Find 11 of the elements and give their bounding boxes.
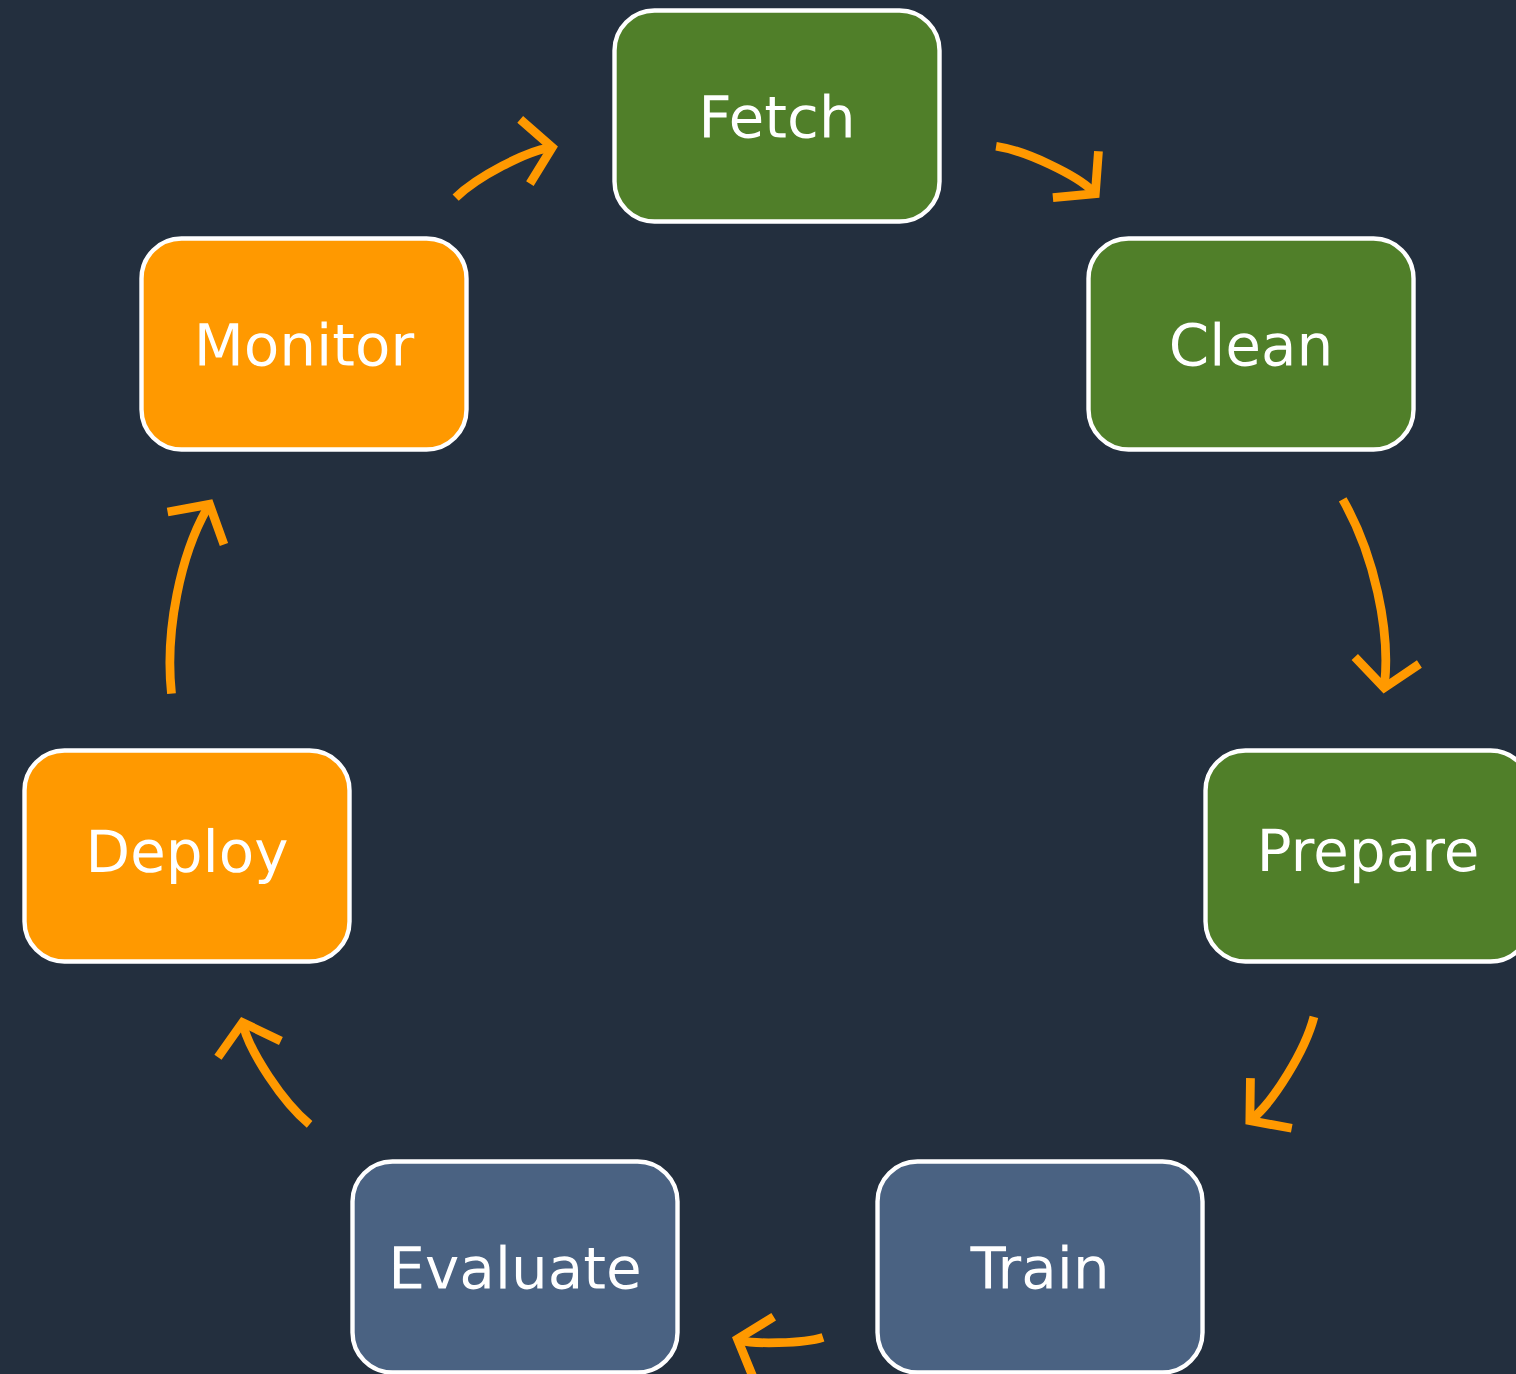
arrow xyxy=(165,499,229,694)
arrow xyxy=(1338,497,1422,694)
arrow xyxy=(1245,1015,1319,1133)
process-box: Fetch xyxy=(612,8,942,224)
process-box: Prepare xyxy=(1203,748,1516,964)
process-box: Train xyxy=(875,1159,1205,1374)
process-box: Deploy xyxy=(22,748,352,964)
arrow xyxy=(995,141,1103,202)
process-box: Monitor xyxy=(139,236,469,452)
process-box: Evaluate xyxy=(350,1159,680,1374)
process-box: Clean xyxy=(1086,236,1416,452)
